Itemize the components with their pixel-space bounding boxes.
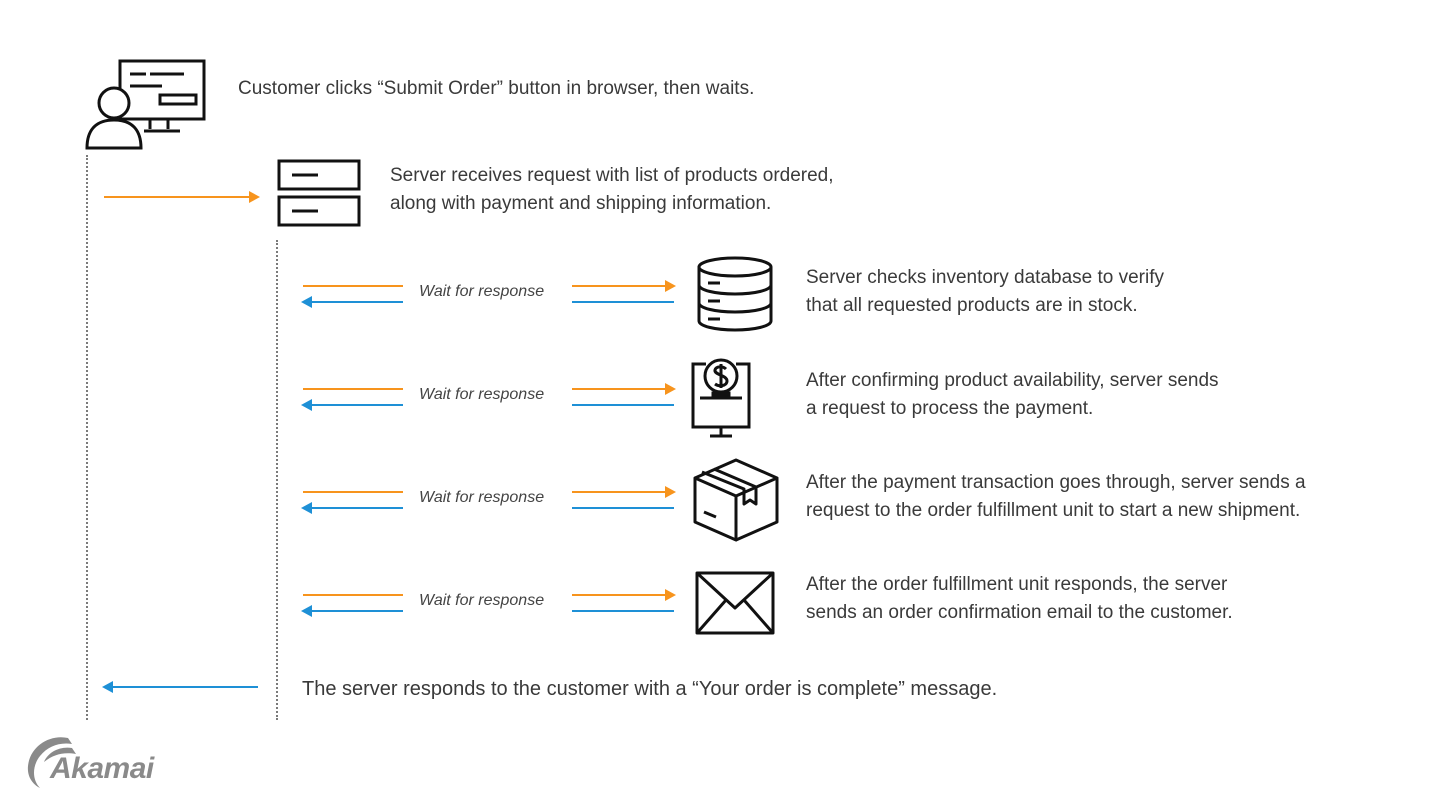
request-arrow-inventory xyxy=(572,280,676,292)
akamai-logo-text: Akamai xyxy=(50,752,154,785)
wait-label-shipment: Wait for response xyxy=(419,489,545,506)
wait-label-payment: Wait for response xyxy=(419,386,545,403)
shipment-step-line-1: After the payment transaction goes throu… xyxy=(806,472,1306,493)
request-arrow-email xyxy=(572,589,676,601)
email-step-text: After the order fulfillment unit respond… xyxy=(806,571,1233,627)
customer-lifeline xyxy=(86,155,88,720)
response-arrow-email xyxy=(301,605,403,617)
envelope-icon xyxy=(695,571,775,635)
response-step-text: The server responds to the customer with… xyxy=(302,678,998,700)
payment-step-line-2: a request to process the payment. xyxy=(806,398,1094,419)
request-arrow-payment xyxy=(572,383,676,395)
response-line-payment-right xyxy=(572,404,674,406)
wait-label-email: Wait for response xyxy=(419,592,545,609)
response-arrow-to-customer xyxy=(102,681,258,693)
payment-monitor-icon xyxy=(691,358,751,438)
customer-computer-icon xyxy=(85,59,206,150)
response-line-inventory-right xyxy=(572,301,674,303)
email-step-line-1: After the order fulfillment unit respond… xyxy=(806,574,1228,595)
server-lifeline xyxy=(276,240,278,720)
response-line-email-right xyxy=(572,610,674,612)
customer-step-text: Customer clicks “Submit Order” button in… xyxy=(238,78,755,99)
request-line-email-left xyxy=(303,594,403,596)
request-line-inventory-left xyxy=(303,285,403,287)
shipment-step-text: After the payment transaction goes throu… xyxy=(806,469,1306,525)
response-line-shipment-right xyxy=(572,507,674,509)
package-box-icon xyxy=(693,458,779,542)
inventory-step-line-1: Server checks inventory database to veri… xyxy=(806,267,1165,288)
server-step-line-2: along with payment and shipping informat… xyxy=(390,193,772,214)
response-arrow-shipment xyxy=(301,502,403,514)
akamai-logo-icon xyxy=(27,737,76,788)
request-line-payment-left xyxy=(303,388,403,390)
inventory-step-line-2: that all requested products are in stock… xyxy=(806,295,1138,316)
server-step-text: Server receives request with list of pro… xyxy=(390,162,834,218)
shipment-step-line-2: request to the order fulfillment unit to… xyxy=(806,500,1301,521)
request-line-shipment-left xyxy=(303,491,403,493)
inventory-step-text: Server checks inventory database to veri… xyxy=(806,264,1164,320)
server-icon xyxy=(277,159,361,227)
email-step-line-2: sends an order confirmation email to the… xyxy=(806,602,1233,623)
request-arrow-shipment xyxy=(572,486,676,498)
request-arrow-to-server xyxy=(104,191,260,203)
response-arrow-payment xyxy=(301,399,403,411)
response-arrow-inventory xyxy=(301,296,403,308)
payment-step-text: After confirming product availability, s… xyxy=(806,367,1219,423)
payment-step-line-1: After confirming product availability, s… xyxy=(806,370,1219,391)
database-icon xyxy=(697,256,773,332)
server-step-line-1: Server receives request with list of pro… xyxy=(390,165,834,186)
wait-label-inventory: Wait for response xyxy=(419,283,545,300)
